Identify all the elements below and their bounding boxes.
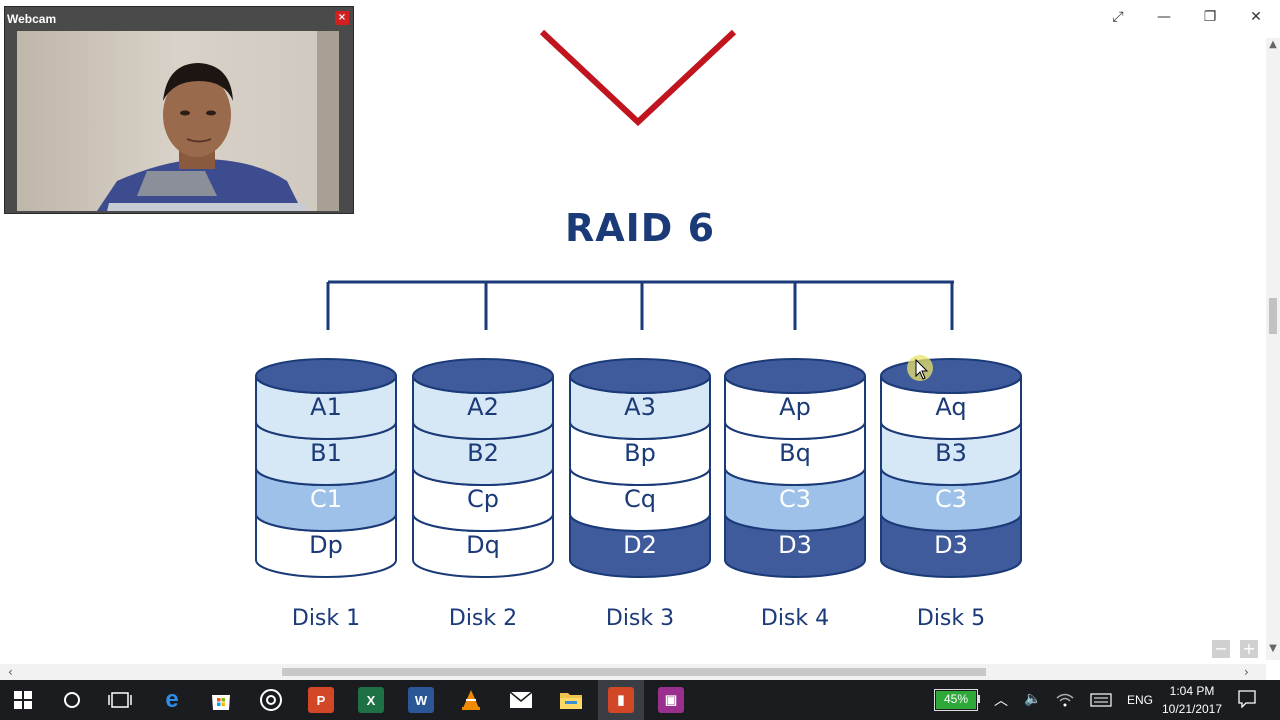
disk-block-label: Cp	[467, 485, 499, 513]
webcam-title: Webcam	[7, 12, 57, 26]
battery-percent: 45%	[943, 692, 969, 706]
disk-label-3: Disk 3	[605, 606, 675, 631]
minimize-button[interactable]: —	[1157, 9, 1171, 25]
disk-block-label: A2	[467, 393, 499, 421]
disk-top	[412, 358, 554, 394]
disk-block-label: Dp	[309, 531, 343, 559]
disk-top	[569, 358, 711, 394]
disk-block-label: Ap	[779, 393, 811, 421]
language-indicator[interactable]: ENG	[1127, 693, 1154, 707]
task-view-icon[interactable]	[108, 690, 132, 710]
disk-block-label: Cq	[624, 485, 656, 513]
disk-label-4: Disk 4	[760, 606, 830, 631]
disk-label-1: Disk 1	[291, 606, 361, 631]
clock-time[interactable]: 1:04 PM	[1169, 684, 1215, 698]
battery-tip	[977, 695, 980, 703]
webcam-close-icon[interactable]: ×	[335, 11, 349, 25]
disk-label-2: Disk 2	[448, 606, 518, 631]
webcam-feed	[17, 31, 339, 211]
disk-block-label: Bp	[624, 439, 656, 467]
notifications-icon[interactable]	[1238, 690, 1256, 708]
disk-top	[724, 358, 866, 394]
disk-block-label: C3	[779, 485, 811, 513]
close-button[interactable]: ✕	[1250, 9, 1262, 25]
zoom-out-button[interactable]: −	[1212, 640, 1230, 658]
cortana-icon[interactable]	[62, 690, 82, 710]
disk-top	[255, 358, 397, 394]
clock-date[interactable]: 10/21/2017	[1161, 702, 1223, 716]
disk-block-label: D2	[623, 531, 657, 559]
chevron-graphic	[539, 29, 737, 127]
word-icon[interactable]: W	[408, 687, 434, 713]
disk-block-label: D3	[934, 531, 968, 559]
scroll-down-icon[interactable]: ▼	[1269, 643, 1277, 654]
scroll-right-icon[interactable]: ›	[1244, 665, 1249, 679]
disk-block-label: A1	[310, 393, 342, 421]
scroll-left-icon[interactable]: ‹	[8, 665, 13, 679]
media-player-icon[interactable]	[259, 688, 283, 712]
slide-title: RAID 6	[564, 206, 716, 250]
horizontal-scrollbar[interactable]: ‹ ›	[0, 664, 1266, 680]
fullscreen-icon[interactable]: ⤢	[1112, 9, 1124, 25]
disk-block-label: Bq	[779, 439, 811, 467]
disk-block-label: C3	[935, 485, 967, 513]
battery-indicator[interactable]: 45%	[934, 689, 978, 711]
excel-icon[interactable]: X	[358, 687, 384, 713]
disk-block-label: A3	[624, 393, 656, 421]
disk-block-label: B3	[935, 439, 967, 467]
powerpoint-icon[interactable]: P	[308, 687, 334, 713]
tray-chevron-up-icon[interactable]: ︿	[994, 692, 1008, 708]
presentation-app-icon[interactable]: ▮	[608, 687, 634, 713]
vlc-icon[interactable]	[459, 688, 483, 712]
windows-start-icon[interactable]	[14, 691, 32, 709]
disk-block-label: Aq	[935, 393, 966, 421]
vertical-scrollbar[interactable]: ▲ ▼	[1266, 38, 1280, 660]
mail-icon[interactable]	[509, 691, 533, 709]
disk-block-label: C1	[310, 485, 342, 513]
wifi-icon[interactable]	[1056, 692, 1074, 708]
zoom-in-button[interactable]: +	[1240, 640, 1258, 658]
webcam-window[interactable]: Webcam ×	[4, 6, 354, 214]
horizontal-scroll-thumb[interactable]	[282, 668, 986, 676]
screen-recorder-icon[interactable]: ▣	[658, 687, 684, 713]
disk-block-label: Dq	[466, 531, 500, 559]
edge-browser-icon[interactable]: e	[165, 686, 179, 713]
disk-block-label: B1	[310, 439, 342, 467]
disk-top	[880, 358, 1022, 394]
connector-tree	[326, 280, 954, 330]
cursor-icon	[907, 355, 933, 381]
restore-button[interactable]: ❐	[1203, 9, 1217, 25]
disk-block-label: D3	[778, 531, 812, 559]
store-icon[interactable]	[209, 688, 233, 712]
vertical-scroll-thumb[interactable]	[1269, 298, 1277, 334]
disk-block-label: B2	[467, 439, 499, 467]
scroll-up-icon[interactable]: ▲	[1269, 39, 1277, 50]
disk-label-5: Disk 5	[916, 606, 986, 631]
volume-icon[interactable]: 🔈	[1024, 690, 1042, 706]
file-explorer-icon[interactable]	[559, 690, 583, 710]
keyboard-icon[interactable]	[1090, 693, 1112, 707]
